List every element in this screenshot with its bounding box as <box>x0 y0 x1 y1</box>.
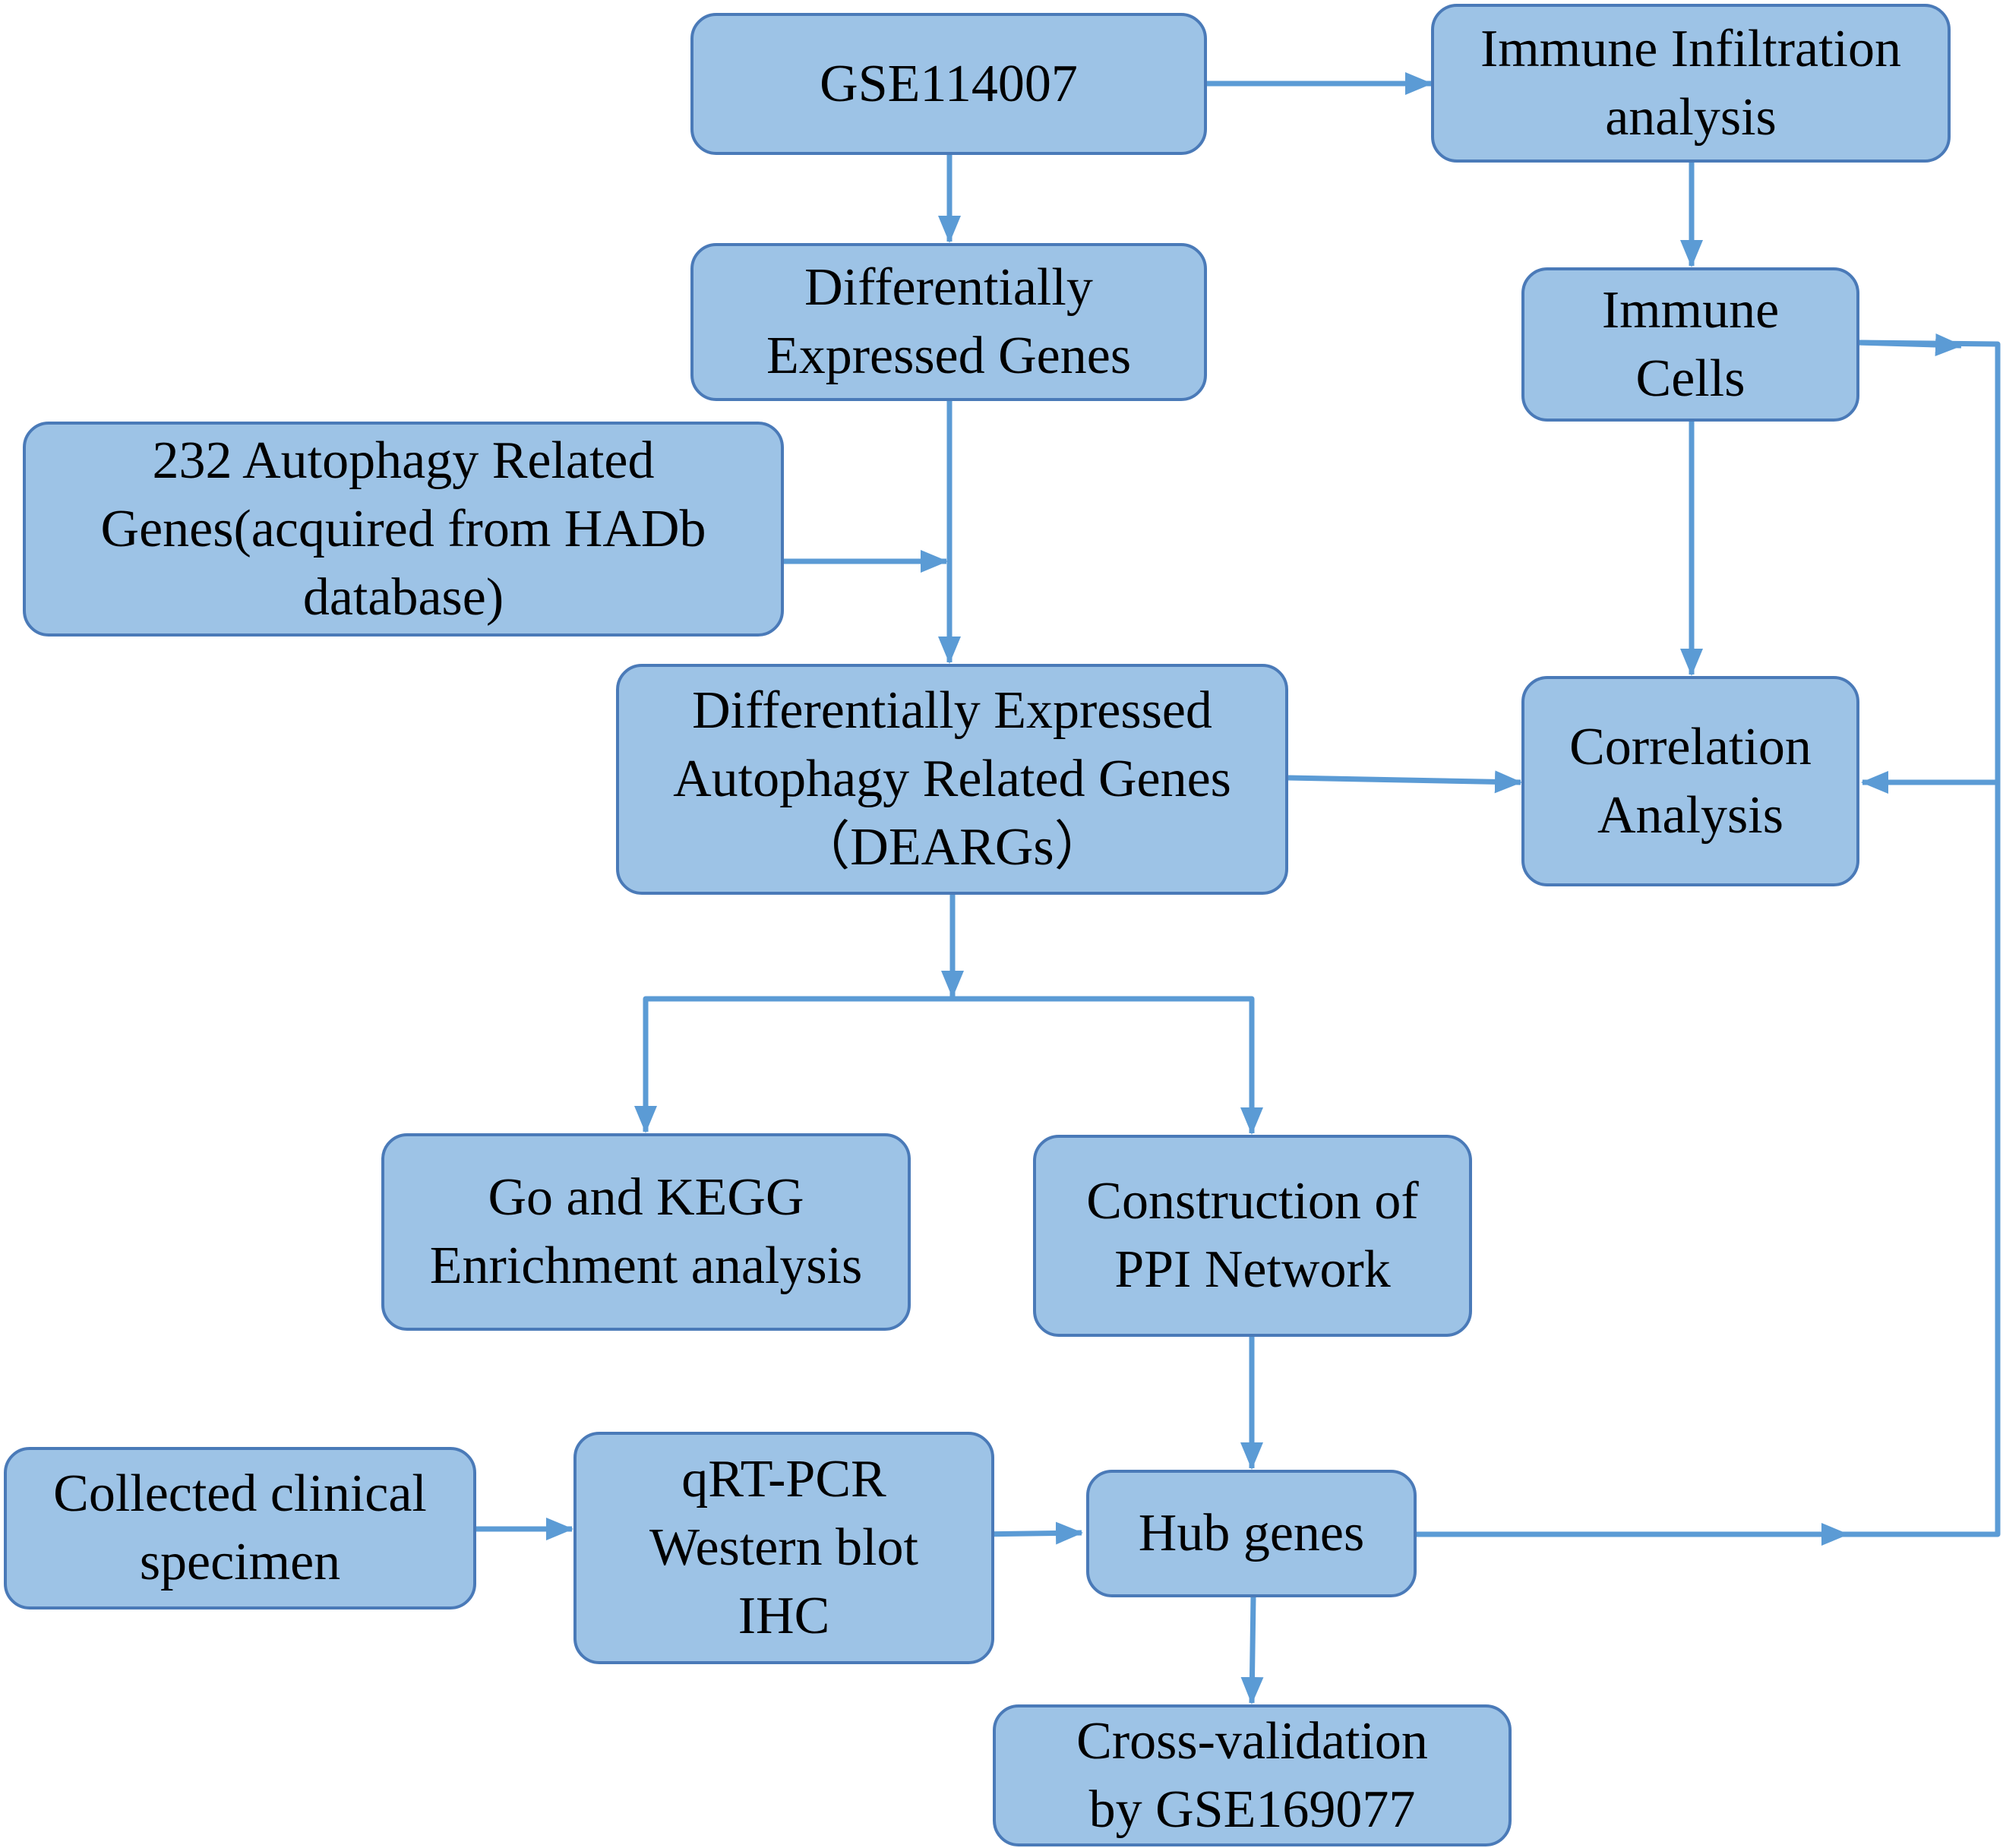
ppi-network-label: Construction of PPI Network <box>1086 1172 1419 1299</box>
deargs-label: Differentially Expressed Autophagy Relat… <box>673 681 1231 877</box>
clinical-specimen-label: Collected clinical specimen <box>53 1464 427 1591</box>
go-kegg-label: Go and KEGG Enrichment analysis <box>429 1168 863 1295</box>
immune-infiltration-label: Immune Infiltration analysis <box>1480 19 1902 147</box>
differential-genes-label: Differentially Expressed Genes <box>766 258 1132 385</box>
correlation-analysis-box: Correlation Analysis <box>1521 676 1859 886</box>
immune-cells-label: Immune Cells <box>1601 280 1780 408</box>
autophagy-genes-label: 232 Autophagy Related Genes(acquired fro… <box>100 431 706 627</box>
arrow-deargs-to-correlation <box>1287 770 1522 794</box>
autophagy-genes-box: 232 Autophagy Related Genes(acquired fro… <box>23 422 784 637</box>
branch-line-to-go-kegg <box>634 996 953 1133</box>
go-kegg-box: Go and KEGG Enrichment analysis <box>381 1133 911 1331</box>
validation-assays-box: qRT-PCR Western blot IHC <box>573 1432 994 1664</box>
branch-line-to-ppi <box>953 996 1263 1135</box>
ppi-network-box: Construction of PPI Network <box>1033 1135 1472 1337</box>
validation-assays-label: qRT-PCR Western blot IHC <box>649 1450 918 1645</box>
hub-genes-box: Hub genes <box>1086 1470 1417 1597</box>
deargs-box: Differentially Expressed Autophagy Relat… <box>616 664 1288 895</box>
differential-genes-box: Differentially Expressed Genes <box>690 243 1207 401</box>
clinical-specimen-box: Collected clinical specimen <box>4 1447 476 1609</box>
cross-validation-box: Cross-validation by GSE169077 <box>993 1704 1512 1846</box>
cross-validation-label: Cross-validation by GSE169077 <box>1076 1711 1428 1839</box>
arrow-feedback-to-immune-cells <box>1857 333 1963 356</box>
arrow-hub-genes-to-cross-validation <box>1240 1597 1264 1704</box>
arrow-assays-to-hub-genes <box>976 1521 1083 1545</box>
feedback-line-right <box>1846 340 2001 1537</box>
correlation-analysis-label: Correlation Analysis <box>1569 717 1812 845</box>
immune-infiltration-box: Immune Infiltration analysis <box>1431 4 1951 163</box>
hub-genes-label: Hub genes <box>1138 1504 1365 1562</box>
gse114007-box: GSE114007 <box>690 13 1207 155</box>
gse114007-label: GSE114007 <box>820 54 1078 113</box>
immune-cells-box: Immune Cells <box>1521 267 1859 422</box>
